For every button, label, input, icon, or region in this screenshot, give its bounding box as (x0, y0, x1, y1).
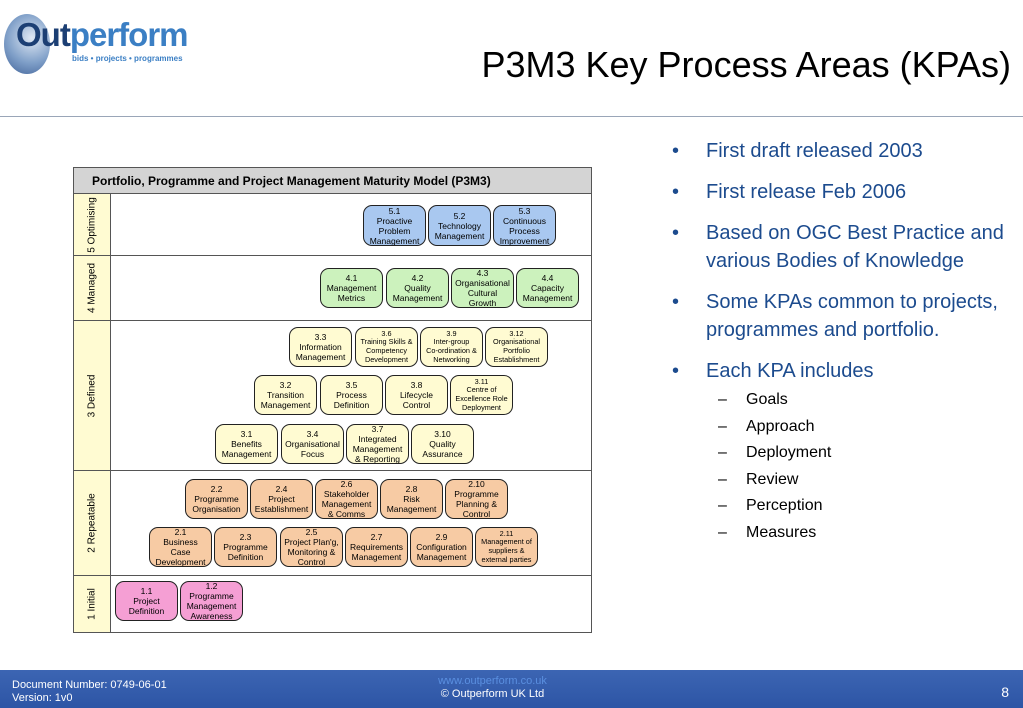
logo-tagline: bids • projects • programmes (72, 54, 183, 63)
kpa-box: 2.5 Project Plan'g, Monitoring & Control (280, 527, 343, 567)
kpa-box: 4.3 Organisational Cultural Growth (451, 268, 514, 308)
kpa-box: 3.1 Benefits Management (215, 424, 278, 464)
kpa-box: 5.1 Proactive Problem Management (363, 205, 426, 246)
kpa-box: 5.2 Technology Management (428, 205, 491, 246)
diagram-header: Portfolio, Programme and Project Managem… (74, 168, 591, 194)
footer-center: www.outperform.co.uk © Outperform UK Ltd (0, 675, 985, 701)
kpa-box: 2.9 Configuration Management (410, 527, 473, 567)
kpa-box: 2.4 Project Establishment (250, 479, 313, 519)
kpa-box: 2.1 Business Case Development (149, 527, 212, 567)
kpa-box: 3.11 Centre of Excellence Role Deploymen… (450, 375, 513, 415)
kpa-box: 3.12 Organisational Portfolio Establishm… (485, 327, 548, 367)
kpa-box: 5.3 Continuous Process Improvement (493, 205, 556, 246)
footer-document-info: Document Number: 0749-06-01 Version: 1v0 (12, 679, 167, 705)
footer-bar: Document Number: 0749-06-01 Version: 1v0… (0, 670, 1023, 708)
sub-bullet-item: Review (672, 467, 1017, 494)
kpa-box: 4.4 Capacity Management (516, 268, 579, 308)
kpa-box: 2.2 Programme Organisation (185, 479, 248, 519)
title-divider (0, 116, 1023, 117)
footer-url-link[interactable]: www.outperform.co.uk (438, 675, 547, 687)
company-logo: Outperform bids • projects • programmes (4, 8, 200, 78)
bullet-item: First release Feb 2006 (672, 178, 1017, 206)
logo-wordmark: Outperform (16, 16, 189, 53)
kpa-box: 3.4 Organisational Focus (281, 424, 344, 464)
kpa-box: 2.7 Requirements Management (345, 527, 408, 567)
kpa-box: 2.10 Programme Planning & Control (445, 479, 508, 519)
bullet-list: First draft released 2003 First release … (672, 137, 1017, 546)
level-label: 4 Managed (74, 256, 111, 320)
level-label: 3 Defined (74, 321, 111, 470)
footer-copyright: © Outperform UK Ltd (440, 688, 545, 700)
kpa-box: 2.11 Management of suppliers & external … (475, 527, 538, 567)
kpa-box: 3.9 Inter-group Co-ordination & Networki… (420, 327, 483, 367)
level-4-row: 4 Managed 4.1 Management Metrics 4.2 Qua… (74, 256, 591, 321)
kpa-box: 3.10 Quality Assurance (411, 424, 474, 464)
level-5-row: 5 Optimising 5.1 Proactive Problem Manag… (74, 194, 591, 256)
kpa-box: 3.5 Process Definition (320, 375, 383, 415)
kpa-box: 1.2 Programme Management Awareness (180, 581, 243, 621)
kpa-box: 2.8 Risk Management (380, 479, 443, 519)
kpa-box: 4.1 Management Metrics (320, 268, 383, 308)
level-1-row: 1 Initial 1.1 Project Definition 1.2 Pro… (74, 576, 591, 632)
kpa-box: 3.8 Lifecycle Control (385, 375, 448, 415)
bullet-item: Some KPAs common to projects, programmes… (672, 288, 1017, 344)
document-number: Document Number: 0749-06-01 (12, 679, 167, 691)
kpa-box: 2.3 Programme Definition (214, 527, 277, 567)
level-label: 2 Repeatable (74, 471, 111, 575)
logo-emblem (4, 14, 50, 74)
level-label: 1 Initial (74, 576, 111, 632)
page-number: 8 (1001, 684, 1009, 700)
level-label: 5 Optimising (74, 194, 111, 255)
sub-bullet-item: Approach (672, 414, 1017, 441)
bullet-item: Each KPA includes (672, 357, 1017, 385)
kpa-box: 1.1 Project Definition (115, 581, 178, 621)
bullet-item: First draft released 2003 (672, 137, 1017, 165)
document-version: Version: 1v0 (12, 692, 73, 704)
sub-bullet-item: Measures (672, 520, 1017, 547)
slide-title: P3M3 Key Process Areas (KPAs) (481, 44, 1011, 85)
kpa-box: 3.7 Integrated Management & Reporting (346, 424, 409, 464)
p3m3-diagram: Portfolio, Programme and Project Managem… (73, 167, 592, 633)
kpa-box: 3.6 Training Skills & Competency Develop… (355, 327, 418, 367)
bullet-item: Based on OGC Best Practice and various B… (672, 219, 1017, 275)
sub-bullet-item: Deployment (672, 440, 1017, 467)
sub-bullet-item: Goals (672, 387, 1017, 414)
kpa-box: 4.2 Quality Management (386, 268, 449, 308)
level-3-row: 3 Defined 3.3 Information Management 3.6… (74, 321, 591, 471)
kpa-box: 3.2 Transition Management (254, 375, 317, 415)
kpa-box: 3.3 Information Management (289, 327, 352, 367)
kpa-box: 2.6 Stakeholder Management & Comms (315, 479, 378, 519)
sub-bullet-item: Perception (672, 493, 1017, 520)
level-2-row: 2 Repeatable 2.2 Programme Organisation … (74, 471, 591, 576)
